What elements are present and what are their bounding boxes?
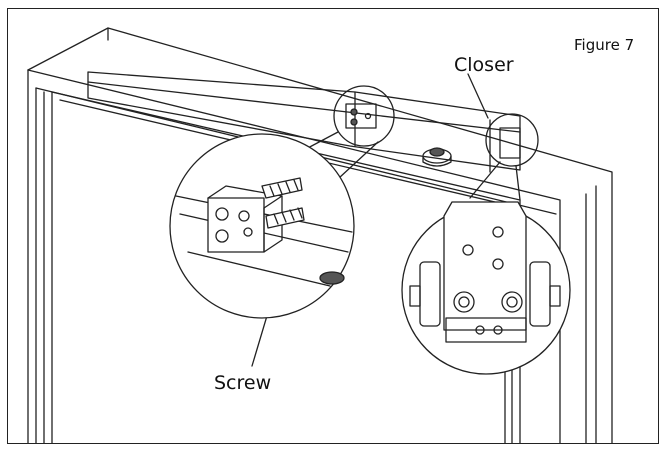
door-frame [27, 27, 613, 444]
detail-zoom-end [401, 201, 571, 375]
mounting-bracket [333, 85, 395, 147]
detail-zoom-bracket [169, 133, 355, 319]
screw-label: Screw [214, 372, 272, 394]
pivot-arm [422, 147, 452, 167]
figure-border [7, 8, 659, 444]
figure-caption: Figure 7 [574, 36, 635, 54]
closer-body [87, 71, 521, 173]
closer-label: Closer [454, 54, 514, 76]
screws [261, 177, 305, 229]
closer-end-cap [485, 113, 539, 167]
